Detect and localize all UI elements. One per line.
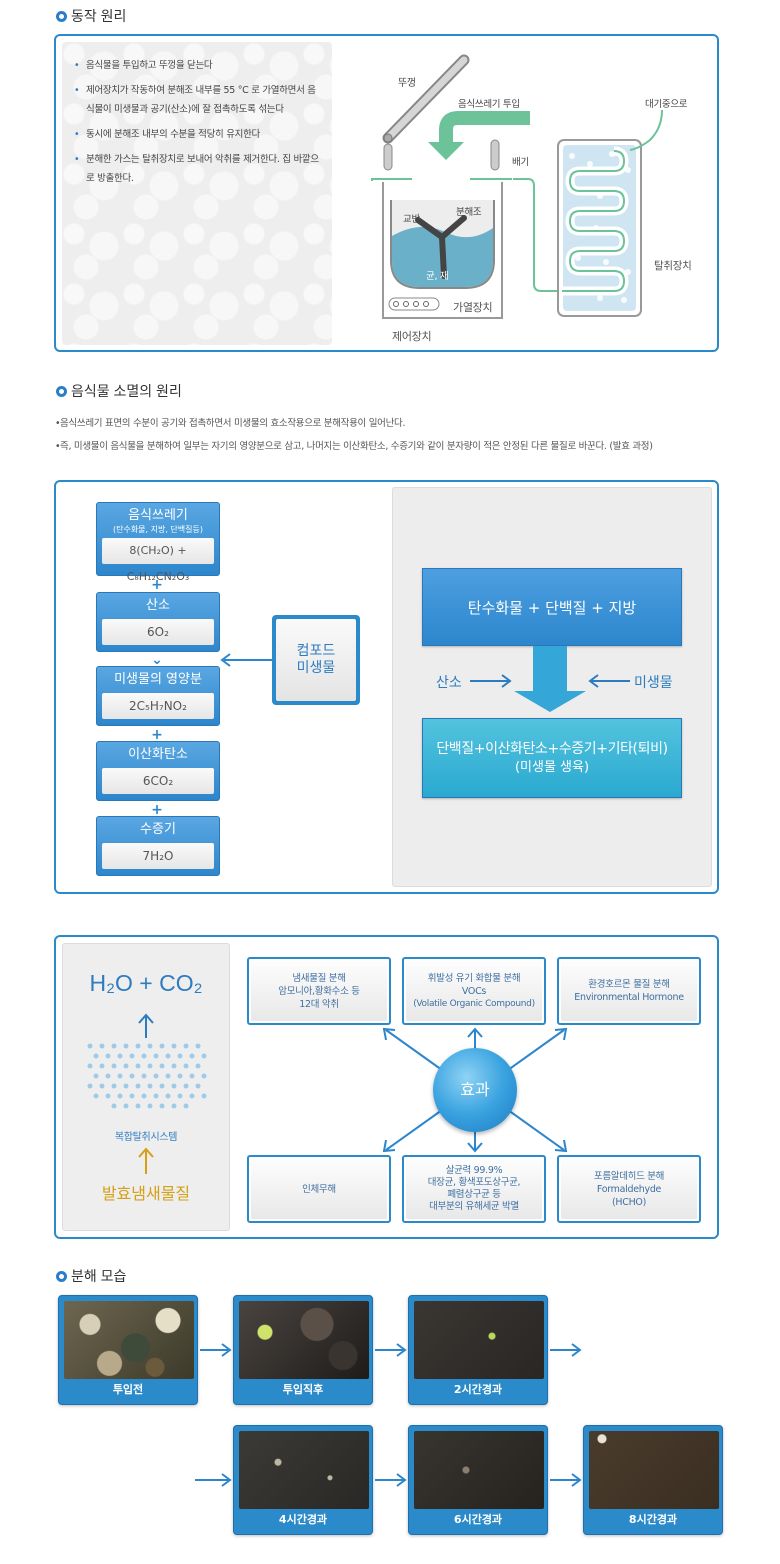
left-arrow-icon <box>588 674 630 688</box>
plus-icon: + <box>151 802 163 818</box>
section-title-extinction: 음식물 소멸의 원리 <box>56 381 182 401</box>
extinction-bullet: 음식쓰레기 표면의 수분이 공기와 접촉하면서 미생물의 효소작용으로 분해작용… <box>55 415 700 432</box>
right-arrow-icon <box>470 674 512 688</box>
reaction-bottom-box: 단백질+이산화탄소+수증기+기타(퇴비) (미생물 생육) <box>422 718 682 798</box>
input-arrow <box>428 111 530 160</box>
tank-label: 분해조 <box>456 207 482 218</box>
effect-box: 휘발성 유기 화합물 분해 VOCs (Volatile Organic Com… <box>402 957 546 1025</box>
photo-6h <box>414 1431 544 1509</box>
tank-shape <box>371 178 512 319</box>
operation-description: 음식물을 투입하고 뚜껑을 닫는다 제어장치가 작동하여 분해조 내부를 55 … <box>62 42 332 345</box>
gas-formula: H₂O + CO₂ <box>89 970 203 996</box>
effect-box: 환경호르몬 물질 분해 Environmental Hormone <box>557 957 701 1025</box>
reaction-top-box: 탄수화물 + 단백질 + 지방 <box>422 568 682 646</box>
stirrer-label: 교반 <box>403 214 420 225</box>
effect-box: 포름알데히드 분해 Formaldehyde (HCHO) <box>557 1155 701 1223</box>
circle-bullet-icon <box>56 1270 67 1282</box>
microbe-label: 균, 재 <box>426 271 449 282</box>
effect-center-circle: 효과 <box>433 1048 517 1132</box>
odor-label: 발효냄새물질 <box>101 1184 191 1203</box>
operation-step: 동시에 분해조 내부의 수분을 적당히 유지한다 <box>74 125 320 144</box>
down-arrow-icon <box>514 646 586 712</box>
flow-box-oxygen: 산소 6O₂ <box>96 592 220 652</box>
decomposition-photo: 8시간경과 <box>583 1425 723 1535</box>
lid-shape <box>382 54 500 171</box>
effect-box: 냄새물질 분해 암모니아,황화수소 등 12대 악취 <box>247 957 391 1025</box>
effect-arrows <box>382 1027 568 1153</box>
operation-step: 제어장치가 작동하여 분해조 내부를 55 °C 로 가열하면서 음식물이 미생… <box>74 81 320 119</box>
decomposition-photo: 2시간경과 <box>408 1295 548 1405</box>
decomposition-photo: 4시간경과 <box>233 1425 373 1535</box>
photo-8h <box>589 1431 719 1509</box>
oxygen-label: 산소 <box>436 675 462 691</box>
flow-box-co2: 이산화탄소 6CO₂ <box>96 741 220 801</box>
system-label: 복합탈취시스템 <box>114 1132 178 1143</box>
machine-diagram <box>371 54 663 319</box>
exhaust-pipe <box>513 178 560 292</box>
extinction-bullet: 즉, 미생물이 음식물을 분해하여 일부는 자기의 영양분으로 삼고, 나머지는… <box>55 438 700 455</box>
circle-bullet-icon <box>56 10 67 22</box>
heater-label: 가열장치 <box>453 301 493 314</box>
flow-box-vapor: 수증기 7H₂O <box>96 816 220 876</box>
section-title-operation: 동작 원리 <box>56 6 126 26</box>
deodorizer-shape <box>557 109 663 317</box>
input-label: 음식쓰레기 투입 <box>458 99 520 110</box>
decomposition-photo: 투입전 <box>58 1295 198 1405</box>
effect-box: 살균력 99.9% 대장균, 황색포도상구균, 폐렴상구균 등 대부분의 유해세… <box>402 1155 546 1223</box>
deodorizer-label: 탈취장치 <box>654 260 692 272</box>
left-arrow-icon <box>220 653 272 667</box>
flow-box-food: 음식쓰레기 (탄수화물, 지방, 단백질등) 8(CH₂O) + C₈H₁₂CN… <box>96 502 220 583</box>
controller-label: 제어장치 <box>392 330 432 343</box>
effect-box: 인체무해 <box>247 1155 391 1223</box>
circle-bullet-icon <box>56 385 67 397</box>
bubbles-icon <box>87 1043 207 1109</box>
decomposition-photo: 6시간경과 <box>408 1425 548 1535</box>
operation-step: 음식물을 투입하고 뚜껑을 닫는다 <box>74 56 320 75</box>
plus-icon: + <box>151 727 163 743</box>
section-title-decomposition: 분해 모습 <box>56 1266 126 1286</box>
photo-arrows <box>195 1343 582 1487</box>
microbe-label: 미생물 <box>634 675 673 691</box>
photo-right-after <box>239 1301 369 1379</box>
compost-box: 컴포드 미생물 <box>272 615 360 705</box>
exhaust-label: 배기 <box>512 157 529 168</box>
flow-box-nutrient: 미생물의 영양분 2C₅H₇NO₂ <box>96 666 220 726</box>
plus-icon: + <box>151 577 163 593</box>
up-arrow-icon <box>138 1013 154 1038</box>
decomposition-photo: 투입직후 <box>233 1295 373 1405</box>
atmosphere-label: 대기중으로 <box>645 99 688 110</box>
up-arrow-icon <box>138 1147 154 1174</box>
photo-2h <box>414 1301 544 1379</box>
chevron-down-icon: ⌄ <box>151 652 163 668</box>
operation-step: 분해한 가스는 탈취장치로 보내어 악취를 제거한다. 집 바깥으로 방출한다. <box>74 150 320 188</box>
lid-label: 뚜껑 <box>398 78 416 89</box>
photo-before <box>64 1301 194 1379</box>
photo-4h <box>239 1431 369 1509</box>
